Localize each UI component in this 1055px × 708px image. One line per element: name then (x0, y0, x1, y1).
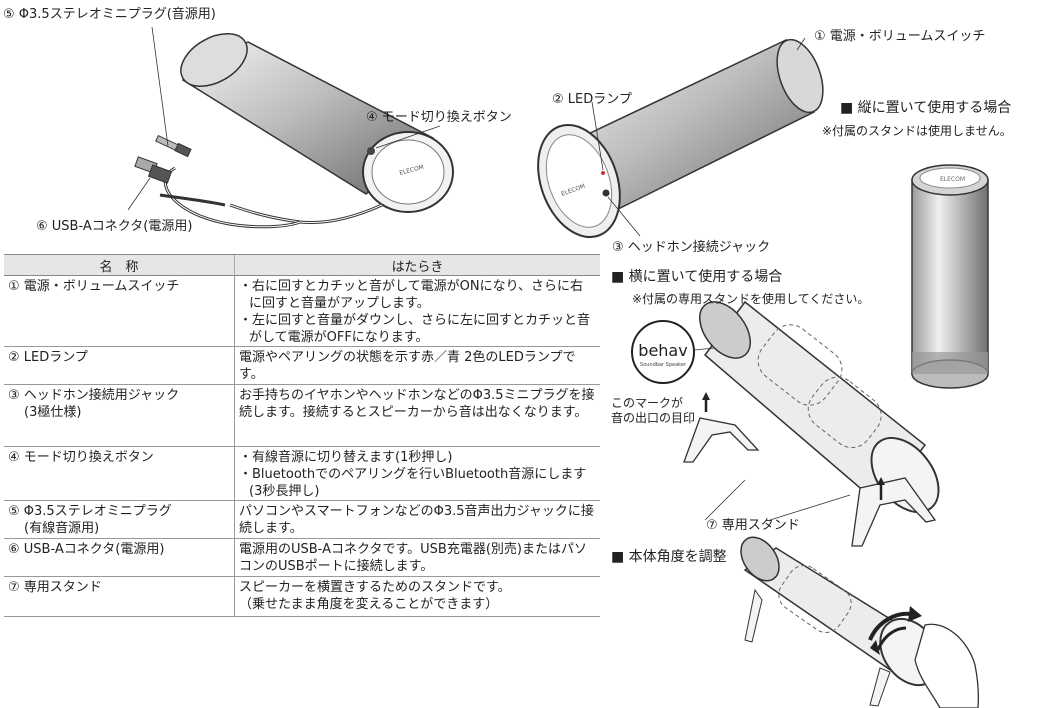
label-led-lamp: ② LEDランプ (552, 92, 632, 107)
speaker-rear-illustration: ELECOM (537, 38, 824, 239)
part-name-line: ④ モード切り換えボタン (8, 450, 154, 465)
brand-logo-3: ELECOM (940, 176, 965, 183)
horizontal-use-note: ※付属の専用スタンドを使用してください。 (632, 292, 870, 306)
table-row: ③ ヘッドホン接続用ジャック (3極仕様) お手持ちのイヤホンやヘッドホンなどのΦ3… (4, 384, 600, 447)
part-function-line: 電源用のUSB-Aコネクタです。USB充電器(別売)またはパソコンのUSBポート… (239, 542, 587, 574)
part-function-line: お手持ちのイヤホンやヘッドホンなどのΦ3.5ミニプラグを接続します。接続するとス… (239, 388, 595, 420)
part-function-cell: スピーカーを横置きするためのスタンドです。 （乗せたまま角度を変えることができます… (234, 576, 600, 617)
part-name-line: (3極仕様) (24, 405, 82, 420)
label-mode-button: ④ モード切り換えボタン (366, 110, 512, 125)
part-name-line: ⑥ USB-Aコネクタ(電源用) (8, 542, 165, 557)
part-name-cell: ① 電源・ボリュームスイッチ (4, 275, 235, 347)
part-function-cell: 電源やペアリングの状態を示す赤／青 2色のLEDランプです。 (234, 346, 600, 385)
part-name-line: ② LEDランプ (8, 350, 88, 365)
part-function-line: （乗せたまま角度を変えることができます） (239, 597, 499, 612)
part-function-line: 電源やペアリングの状態を示す赤／青 2色のLEDランプです。 (239, 350, 576, 382)
angle-adjust-title: ■ 本体角度を調整 (611, 549, 727, 565)
speaker-main-illustration: ELECOM (134, 33, 454, 229)
led-icon (601, 171, 605, 175)
part-function-cell: ・有線音源に切り替えます(1秒押し) ・Bluetoothでのペアリングを行いBl… (234, 446, 600, 501)
mode-button-icon (367, 147, 375, 155)
vertical-use-note: ※付属のスタンドは使用しません。 (822, 124, 1012, 138)
headphone-jack-icon (602, 189, 610, 197)
table-row: ⑥ USB-Aコネクタ(電源用) 電源用のUSB-Aコネクタです。USB充電器(別… (4, 538, 600, 577)
label-dedicated-stand: ⑦ 専用スタンド (706, 518, 800, 533)
part-name-cell: ④ モード切り換えボタン (4, 446, 235, 501)
part-name-line: ① 電源・ボリュームスイッチ (8, 279, 180, 294)
part-function-cell: お手持ちのイヤホンやヘッドホンなどのΦ3.5ミニプラグを接続します。接続するとス… (234, 384, 600, 447)
table-row: ② LEDランプ 電源やペアリングの状態を示す赤／青 2色のLEDランプです。 (4, 346, 600, 385)
header-function: はたらき (234, 254, 600, 276)
label-usb-connector: ⑥ USB-Aコネクタ(電源用) (36, 219, 193, 234)
label-headphone-jack: ③ ヘッドホン接続ジャック (612, 240, 771, 255)
part-name-line: (有線音源用) (24, 521, 100, 536)
part-function-line: ・右に回すとカチッと音がして電源がONになり、さらに右に回すと音量がアップします… (239, 279, 584, 311)
part-name-cell: ⑦ 専用スタンド (4, 576, 235, 617)
vertical-use-title: ■ 縦に置いて使用する場合 (840, 100, 1012, 116)
table-row: ① 電源・ボリュームスイッチ ・右に回すとカチッと音がして電源がONになり、さらに… (4, 275, 600, 347)
svg-text:behav: behav (638, 341, 687, 360)
part-function-line: ・左に回すと音量がダウンし、さらに左に回すとカチッと音がして電源がOFFになりま… (239, 313, 591, 345)
part-function-cell: パソコンやスマートフォンなどのΦ3.5音声出力ジャックに接続します。 (234, 500, 600, 539)
angle-adjust-illustration (740, 536, 980, 708)
sound-outlet-note-line1: このマークが (611, 396, 684, 410)
part-function-line: ・有線音源に切り替えます(1秒押し) (239, 450, 453, 465)
spec-table-body: ① 電源・ボリュームスイッチ ・右に回すとカチッと音がして電源がONになり、さらに… (4, 275, 600, 617)
part-function-line: スピーカーを横置きするためのスタンドです。 (239, 580, 511, 595)
sound-outlet-note: このマークが 音の出口の目印 (611, 396, 695, 426)
part-name-cell: ② LEDランプ (4, 346, 235, 385)
part-name-line: ③ ヘッドホン接続用ジャック (8, 388, 180, 403)
table-row: ⑦ 専用スタンド スピーカーを横置きするためのスタンドです。 （乗せたまま角度を変え… (4, 576, 600, 617)
part-function-cell: ・右に回すとカチッと音がして電源がONになり、さらに右に回すと音量がアップします… (234, 275, 600, 347)
vertical-speaker-illustration: ELECOM (911, 164, 989, 389)
part-name-cell: ⑥ USB-Aコネクタ(電源用) (4, 538, 235, 577)
label-power-volume-switch: ① 電源・ボリュームスイッチ (814, 29, 986, 44)
part-function-line: パソコンやスマートフォンなどのΦ3.5音声出力ジャックに接続します。 (239, 504, 594, 536)
sound-outlet-note-line2: 音の出口の目印 (611, 411, 696, 425)
part-name-cell: ③ ヘッドホン接続用ジャック (3極仕様) (4, 384, 235, 447)
part-name-line: ⑦ 専用スタンド (8, 580, 102, 595)
behav-logo: behav Soundbar Speaker (631, 320, 695, 384)
spec-table: 名 称 はたらき ① 電源・ボリュームスイッチ ・右に回すとカチッと音がして電源が… (4, 254, 600, 617)
part-name-line: ⑤ Φ3.5ステレオミニプラグ (8, 504, 172, 519)
header-name: 名 称 (4, 254, 235, 276)
part-function-cell: 電源用のUSB-Aコネクタです。USB充電器(別売)またはパソコンのUSBポート… (234, 538, 600, 577)
svg-text:Soundbar Speaker: Soundbar Speaker (640, 362, 687, 368)
table-header-row: 名 称 はたらき (4, 254, 600, 276)
part-name-cell: ⑤ Φ3.5ステレオミニプラグ (有線音源用) (4, 500, 235, 539)
horizontal-use-title: ■ 横に置いて使用する場合 (611, 269, 783, 285)
table-row: ⑤ Φ3.5ステレオミニプラグ (有線音源用) パソコンやスマートフォンなどのΦ3.… (4, 500, 600, 539)
horizontal-speaker-illustration (683, 300, 940, 547)
table-row: ④ モード切り換えボタン ・有線音源に切り替えます(1秒押し) ・Bluetooth… (4, 446, 600, 501)
part-function-line: ・Bluetoothでのペアリングを行いBluetooth音源にします(3秒長押… (239, 467, 587, 499)
label-stereo-plug: ⑤ Φ3.5ステレオミニプラグ(音源用) (3, 7, 216, 22)
